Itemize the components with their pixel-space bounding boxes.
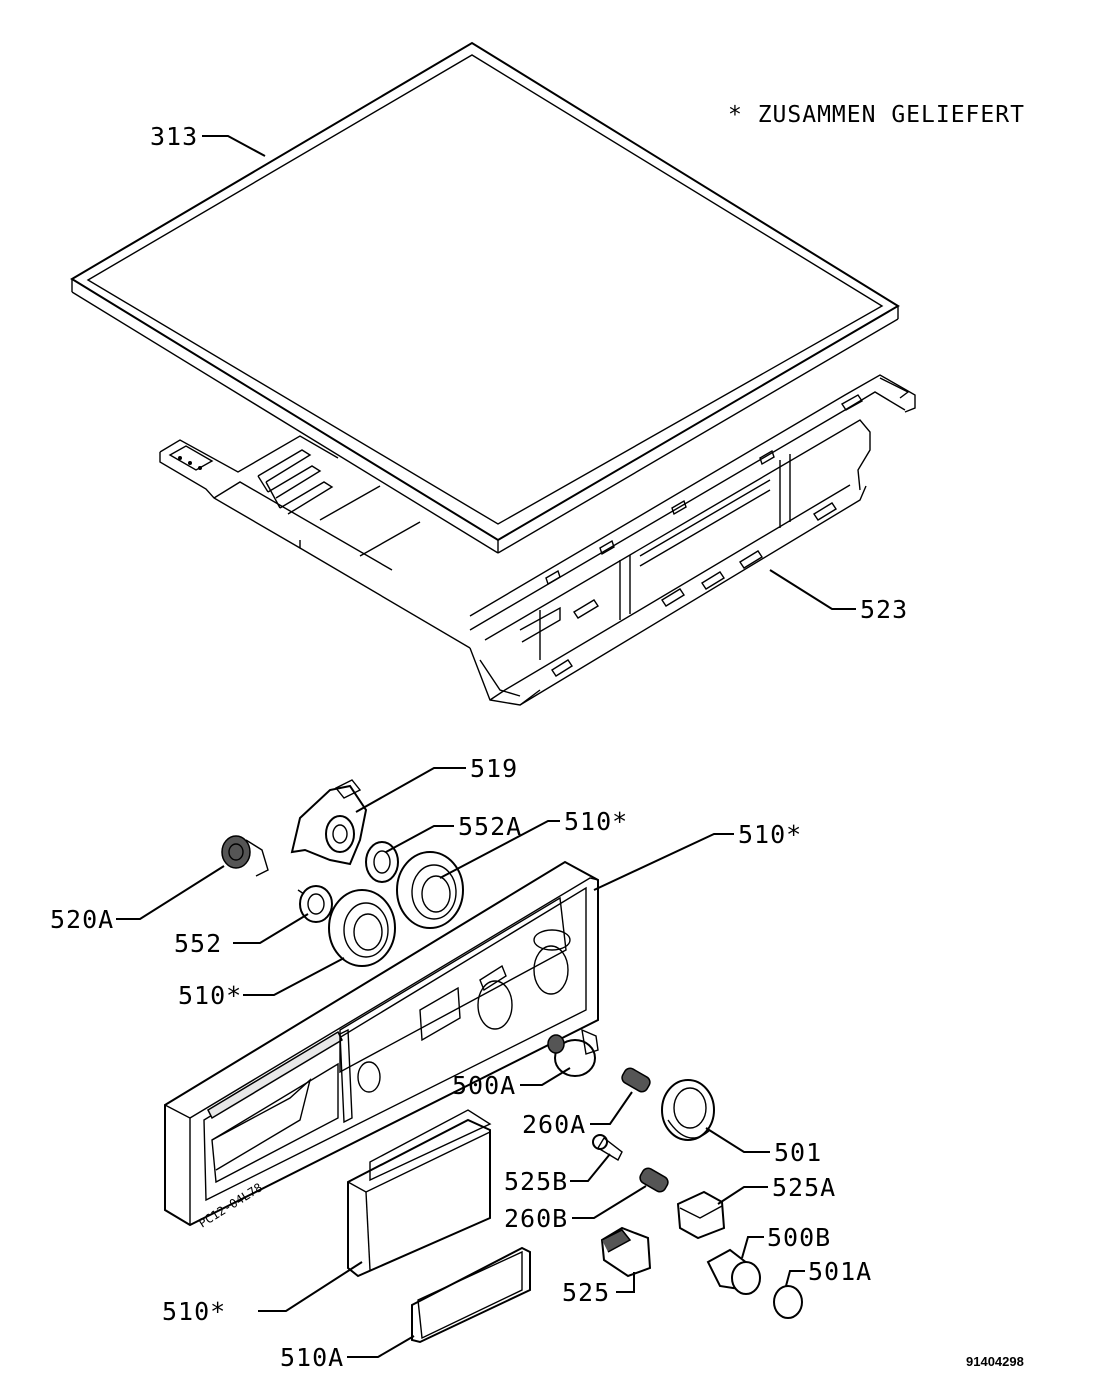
- label-519: 519: [470, 754, 518, 783]
- label-260A: 260A: [522, 1110, 586, 1139]
- label-510-drawer: 510*: [162, 1297, 226, 1326]
- cap-525A: [676, 1190, 726, 1240]
- label-510A: 510A: [280, 1343, 344, 1372]
- ring-552: [297, 885, 333, 923]
- label-501: 501: [774, 1138, 822, 1167]
- label-500A: 500A: [452, 1071, 516, 1100]
- label-525: 525: [562, 1278, 610, 1307]
- label-525A: 525A: [772, 1173, 836, 1202]
- pin-525B: [592, 1134, 623, 1161]
- part-labels: 313 523 519 552A 510* 510* 520A 552 510*…: [50, 122, 908, 1372]
- control-panel: [164, 860, 599, 1227]
- disc-501A: [773, 1285, 803, 1319]
- drawing-number: 91404298: [966, 1354, 1024, 1369]
- spring-260A: [621, 1067, 651, 1093]
- leader-lines: [116, 135, 856, 1358]
- clip-525: [600, 1226, 652, 1278]
- delivery-note: * ZUSAMMEN GELIEFERT: [728, 102, 1025, 128]
- label-500B: 500B: [767, 1223, 831, 1252]
- label-510-knob-upper: 510*: [564, 807, 628, 836]
- label-313: 313: [150, 122, 198, 151]
- contact-row: [639, 479, 771, 567]
- label-501A: 501A: [808, 1257, 872, 1286]
- knob-501: [661, 1079, 715, 1141]
- label-plate-510A: [411, 1246, 531, 1344]
- knob-upper: [396, 851, 464, 929]
- plunger-500B: [706, 1248, 761, 1295]
- label-510-panel: 510*: [738, 820, 802, 849]
- label-510-knob-lower: 510*: [178, 981, 242, 1010]
- bracket-519: [290, 779, 368, 866]
- knob-lower: [328, 889, 396, 967]
- label-523: 523: [860, 595, 908, 624]
- frame-523: [159, 374, 916, 706]
- gear-520A: [221, 835, 269, 877]
- label-552: 552: [174, 929, 222, 958]
- ring-552A: [365, 841, 399, 883]
- label-260B: 260B: [504, 1204, 568, 1233]
- label-525B: 525B: [504, 1167, 568, 1196]
- lid-313: [70, 41, 900, 554]
- drawer-handle: [347, 1109, 492, 1278]
- shaft-500A: [547, 1028, 599, 1077]
- spring-260B: [639, 1167, 669, 1193]
- label-552A: 552A: [458, 812, 522, 841]
- label-520A: 520A: [50, 905, 114, 934]
